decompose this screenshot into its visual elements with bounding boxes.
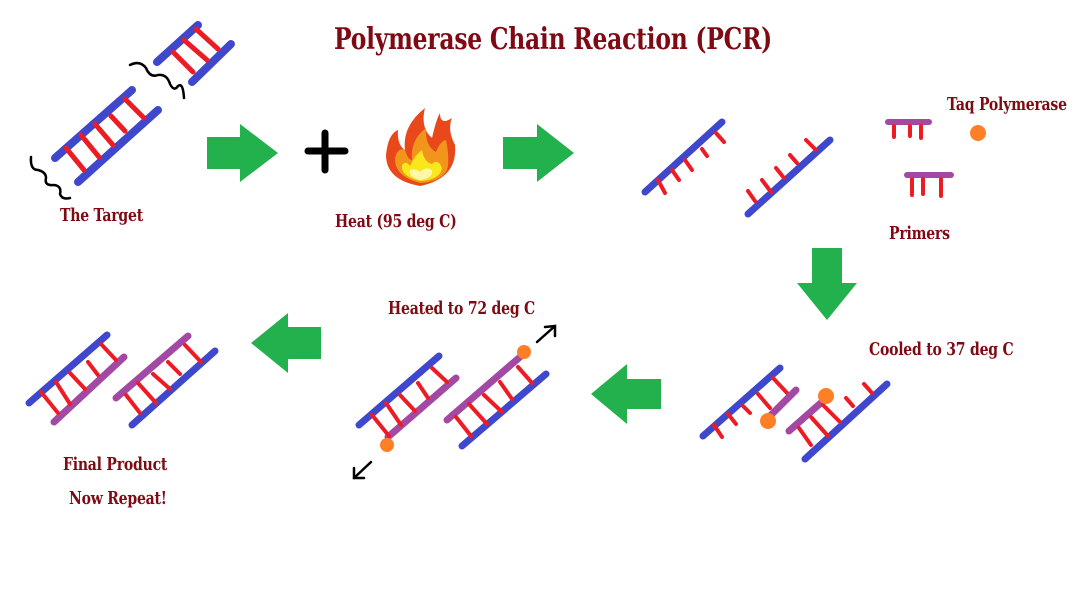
- target-dna-small: [153, 21, 235, 86]
- arrow-left-2: [251, 313, 321, 373]
- label-heat: Heat (95 deg C): [335, 211, 457, 232]
- label-cooled: Cooled to 37 deg C: [869, 339, 1014, 360]
- final-dna-1: [25, 331, 128, 426]
- squiggle-line-bottom: [29, 155, 72, 200]
- target-dna-large: [51, 86, 162, 186]
- single-strand-2: [744, 136, 834, 218]
- label-heated-72: Heated to 72 deg C: [388, 298, 536, 319]
- arrow-right-1: [207, 124, 278, 182]
- final-dna-2: [112, 332, 219, 429]
- direction-arrow-up-right-icon: [535, 324, 557, 344]
- plus-icon: [304, 129, 349, 174]
- label-primers: Primers: [889, 223, 950, 244]
- arrow-right-2: [503, 124, 574, 182]
- arrow-down: [797, 248, 857, 320]
- flame-icon: [386, 108, 456, 186]
- annealed-strand-1: [699, 364, 800, 440]
- label-taq-polymerase: Taq Polymerase: [947, 94, 1067, 115]
- single-strand-1: [641, 118, 726, 196]
- squiggle-line-top: [128, 61, 186, 100]
- primer-2: [904, 172, 954, 198]
- primer-1: [885, 119, 932, 140]
- label-final-product: Final Product: [63, 454, 168, 475]
- label-now-repeat: Now Repeat!: [69, 488, 167, 509]
- label-the-target: The Target: [60, 205, 143, 226]
- page-title: Polymerase Chain Reaction (PCR): [334, 22, 773, 57]
- arrow-left-1: [591, 364, 661, 424]
- extending-dna-1: [355, 352, 460, 452]
- direction-arrow-down-left-icon: [352, 460, 373, 480]
- annealed-strand-2: [785, 380, 891, 463]
- taq-polymerase-dot: [970, 125, 986, 141]
- extending-dna-2: [443, 345, 550, 450]
